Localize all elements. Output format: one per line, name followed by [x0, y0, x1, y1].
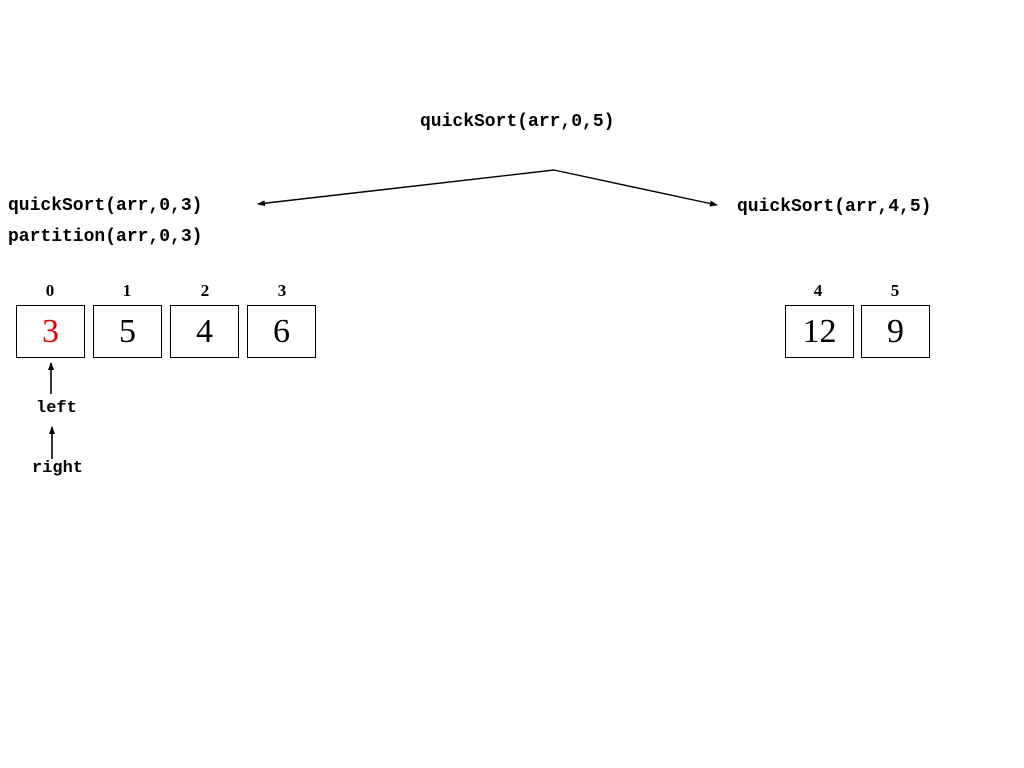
- array-cell: 6: [247, 305, 316, 358]
- array-index: 5: [890, 281, 900, 300]
- array-cell-pivot: 3: [16, 305, 85, 358]
- left-pointer-label: left: [36, 399, 77, 418]
- array-index: 3: [277, 281, 287, 300]
- array-index: 0: [45, 281, 55, 300]
- left-call-label: quickSort(arr,0,3): [8, 196, 203, 216]
- array-cell: 12: [785, 305, 854, 358]
- right-pointer-label: right: [32, 459, 84, 478]
- partition-call-label: partition(arr,0,3): [8, 227, 203, 247]
- root-call-label: quickSort(arr,0,5): [420, 112, 615, 132]
- array-index: 2: [200, 281, 210, 300]
- right-call-label: quickSort(arr,4,5): [737, 197, 932, 217]
- array-cell: 5: [93, 305, 162, 358]
- array-index: 1: [122, 281, 132, 300]
- right-call-arrow: [553, 169, 718, 207]
- left-call-arrow: [257, 169, 555, 207]
- array-cell: 9: [861, 305, 930, 358]
- array-index: 4: [813, 281, 823, 300]
- array-cell: 4: [170, 305, 239, 358]
